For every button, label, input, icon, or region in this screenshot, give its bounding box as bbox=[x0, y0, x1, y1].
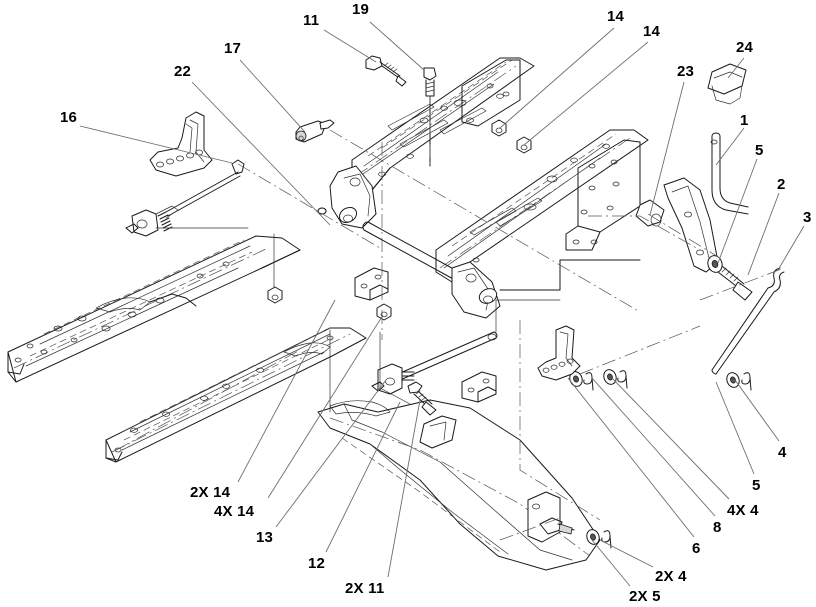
phantom-construction-lines bbox=[115, 96, 785, 541]
part-4-hairpin-clip-mid-a bbox=[583, 372, 594, 391]
leader-line-c-5a bbox=[717, 158, 758, 264]
callout-label-14: 14 bbox=[643, 23, 661, 40]
callout-label-5: 5 bbox=[752, 477, 761, 494]
part-2-hex-head-bolt bbox=[717, 265, 753, 301]
callout-label-2: 2 bbox=[777, 176, 786, 193]
part-13-carriage-bolt bbox=[407, 381, 437, 416]
leader-line-c-17 bbox=[239, 59, 306, 133]
callout-label-13: 13 bbox=[256, 529, 274, 546]
leader-line-c-1 bbox=[715, 127, 745, 166]
leader-line-c-2x5 bbox=[591, 539, 631, 587]
part-6-bracket-plate-mid bbox=[354, 267, 389, 301]
leader-line-c-22 bbox=[191, 81, 331, 226]
callout-label-5: 5 bbox=[755, 142, 764, 159]
part-5-washer-mid bbox=[603, 369, 617, 385]
callout-leader-lines bbox=[79, 21, 805, 587]
part-3-bent-control-rod bbox=[711, 267, 785, 375]
callout-label-2x-11: 2X 11 bbox=[345, 580, 385, 597]
leader-line-c-8 bbox=[591, 377, 716, 517]
callout-label-4x-14: 4X 14 bbox=[214, 503, 255, 520]
part-5-washer-rod bbox=[726, 372, 740, 388]
part-16-spring-rod-assembly bbox=[125, 159, 245, 237]
callout-label-11: 11 bbox=[303, 12, 320, 29]
left-frame-rail-lower bbox=[105, 327, 367, 463]
left-frame-rail-upper bbox=[7, 235, 301, 383]
part-4-hairpin-clip-mid-b bbox=[617, 370, 628, 389]
center-pivot-arm-right bbox=[451, 261, 501, 319]
callout-label-4: 4 bbox=[778, 444, 787, 461]
part-11-hex-bolt-top bbox=[365, 55, 407, 87]
callout-label-19: 19 bbox=[352, 1, 370, 18]
part-17-roller-sleeve bbox=[295, 119, 335, 143]
leader-line-c-12 bbox=[325, 401, 401, 553]
part-12-clevis-rod-end bbox=[371, 363, 415, 395]
callout-label-8: 8 bbox=[713, 519, 722, 536]
lower-deck-housing bbox=[317, 399, 601, 571]
leader-line-c-23 bbox=[649, 81, 685, 216]
callout-label-2x-4: 2X 4 bbox=[655, 568, 687, 585]
leader-line-c-19 bbox=[369, 21, 425, 71]
part-14-flange-nut-a bbox=[491, 119, 507, 137]
callout-label-4x-4: 4X 4 bbox=[727, 502, 759, 519]
leader-line-c-3 bbox=[777, 225, 805, 271]
part-4-hairpin-clip-rod bbox=[741, 372, 752, 391]
leader-line-c-4 bbox=[734, 379, 780, 442]
callout-label-3: 3 bbox=[803, 209, 812, 226]
callout-label-22: 22 bbox=[174, 63, 192, 80]
part-14-flange-nut-c bbox=[267, 286, 283, 304]
leader-line-c-4x14 bbox=[267, 314, 384, 499]
part-linkage-rod-lower bbox=[397, 331, 498, 381]
leader-line-c-4x4 bbox=[611, 377, 730, 500]
part-24-lever-grip-knob bbox=[707, 63, 747, 105]
leader-line-c-6 bbox=[567, 377, 695, 538]
part-1-lever-arm bbox=[710, 132, 749, 215]
part-14-flange-nut-d bbox=[376, 303, 392, 321]
callout-label-2x-5: 2X 5 bbox=[629, 588, 661, 605]
callout-label-12: 12 bbox=[308, 555, 326, 572]
leader-line-c-2x11 bbox=[387, 399, 421, 578]
part-22-lift-arm-bracket bbox=[149, 111, 213, 177]
leader-line-c-24 bbox=[727, 57, 745, 79]
leader-line-c-11 bbox=[323, 29, 377, 63]
part-6-bracket-plate-low bbox=[461, 371, 497, 403]
callout-label-23: 23 bbox=[677, 63, 695, 80]
part-6-pivot-plate-right bbox=[537, 325, 581, 381]
part-6-housing-tab bbox=[527, 491, 575, 543]
callout-label-2x-14: 2X 14 bbox=[190, 484, 231, 501]
leader-line-c-2x4 bbox=[599, 539, 654, 568]
part-5-washer-low bbox=[586, 529, 600, 545]
callout-label-24: 24 bbox=[736, 39, 754, 56]
leader-line-c-16 bbox=[79, 125, 233, 164]
callout-label-16: 16 bbox=[60, 109, 78, 126]
callout-label-17: 17 bbox=[224, 40, 242, 57]
callout-label-1: 1 bbox=[740, 112, 749, 129]
callout-label-14: 14 bbox=[607, 8, 625, 25]
center-frame-beam-upper bbox=[351, 57, 535, 191]
leader-line-c-5b bbox=[715, 381, 755, 475]
leader-line-c-13 bbox=[275, 379, 387, 528]
leader-line-c-14b bbox=[523, 41, 649, 146]
center-pivot-arm-left bbox=[317, 165, 377, 229]
leader-line-c-14a bbox=[499, 27, 615, 129]
leader-line-c-2 bbox=[747, 192, 780, 276]
leader-line-c-2x14 bbox=[237, 299, 336, 483]
callout-label-6: 6 bbox=[692, 540, 701, 557]
